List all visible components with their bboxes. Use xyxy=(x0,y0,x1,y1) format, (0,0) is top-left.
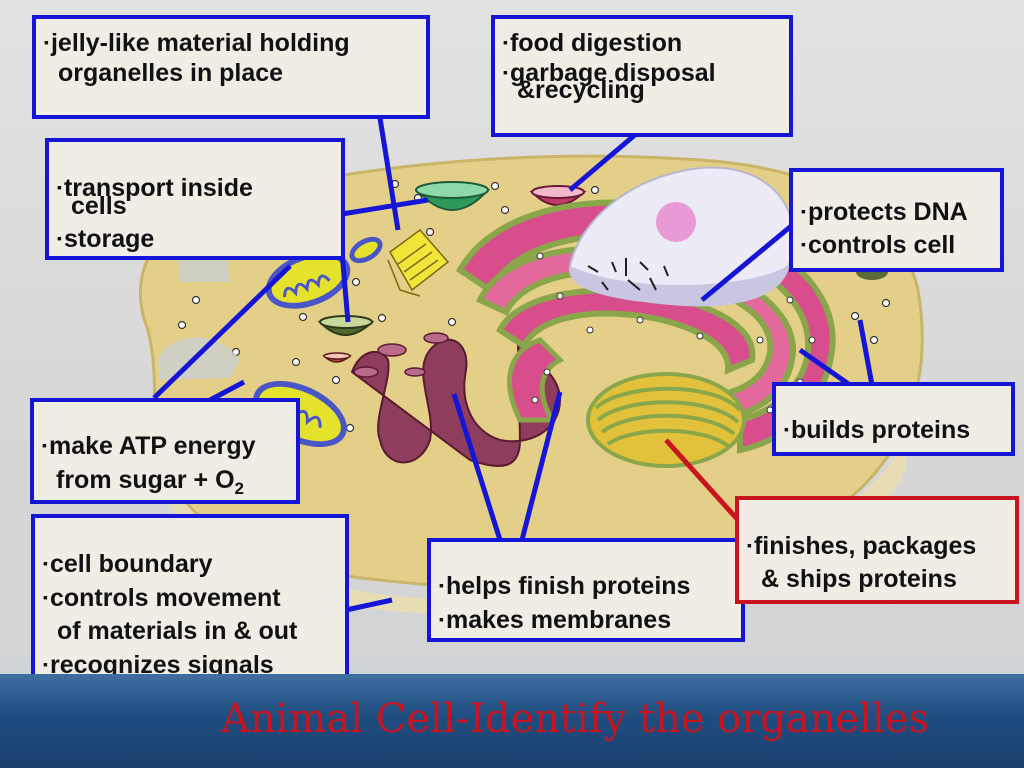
label-line: cells xyxy=(71,191,127,220)
bullet-glyph: ▪ xyxy=(57,179,62,195)
leader-lysosome xyxy=(568,132,638,192)
vesicle-tiny xyxy=(322,352,353,363)
label-line: ▪makes membranes xyxy=(439,605,672,634)
bullet-glyph: ▪ xyxy=(42,437,47,453)
label-line: ▪finishes, packages xyxy=(747,532,977,560)
label-line: of materials in & out xyxy=(57,617,298,645)
label-line: ▪cell boundary xyxy=(43,550,213,578)
bullet-glyph: ▪ xyxy=(439,577,444,593)
bullet-glyph: ▪ xyxy=(43,588,48,605)
label-line: from sugar + O2 xyxy=(56,465,244,498)
leader-ribosome-b xyxy=(857,319,875,386)
leader-ribosome-a xyxy=(798,347,852,388)
label-er: ▪helps finish proteins ▪makes membranes xyxy=(427,538,745,642)
label-line: ▪builds proteins xyxy=(784,416,971,444)
bullet-glyph: ▪ xyxy=(57,230,62,246)
label-line: ▪transport inside xyxy=(57,174,253,202)
golgi-apparatus xyxy=(586,372,746,468)
ghost-organelle xyxy=(158,337,240,380)
label-golgi: ▪finishes, packages & ships proteins xyxy=(735,496,1019,604)
bullet-glyph: ▪ xyxy=(503,63,508,80)
label-line: &recycling xyxy=(517,76,645,104)
leader-mito-lower xyxy=(208,379,246,403)
bullet-glyph: ▪ xyxy=(43,555,48,571)
leader-er-b xyxy=(519,391,563,541)
centriole xyxy=(387,228,450,297)
label-line: & ships proteins xyxy=(761,564,957,593)
title-band xyxy=(0,674,1024,768)
label-line: ▪garbage disposal xyxy=(503,58,716,87)
ghost-organelle xyxy=(178,255,230,282)
label-vacuole: ▪transport inside cells ▪storage xyxy=(45,138,345,260)
leader-cytoplasm xyxy=(377,117,401,231)
label-lysosome: ▪food digestion ▪garbage disposal &recyc… xyxy=(491,15,793,137)
label-nucleus: ▪protects DNA ▪controls cell xyxy=(789,168,1004,272)
label-cell-membrane: ▪cell boundary ▪controls movement of mat… xyxy=(31,514,349,686)
slide-title: Animal Cell-Identify the organelles xyxy=(220,696,930,742)
bullet-glyph: ▪ xyxy=(439,610,444,627)
bullet-glyph: ▪ xyxy=(503,34,508,50)
leader-mito-upper xyxy=(152,264,292,400)
label-line: ▪food digestion xyxy=(503,29,683,57)
label-cytoplasm: ▪jelly-like material holding organelles … xyxy=(32,15,430,119)
label-line: ▪helps finish proteins xyxy=(439,572,691,600)
label-line: ▪storage xyxy=(57,225,155,253)
leader-vacuole-upper xyxy=(341,197,429,217)
label-line: ▪protects DNA xyxy=(801,198,968,226)
label-line: ▪controls cell xyxy=(801,230,956,259)
label-line: ▪recognizes signals xyxy=(43,650,274,679)
mitochondrion-small xyxy=(349,236,383,264)
label-line: ▪jelly-like material holding xyxy=(44,29,350,57)
leader-er-a xyxy=(451,393,503,541)
bullet-glyph: ▪ xyxy=(43,655,48,672)
bullet-glyph: ▪ xyxy=(784,421,789,437)
bullet-glyph: ▪ xyxy=(801,203,806,219)
label-line: ▪controls movement xyxy=(43,583,281,612)
leader-nucleus xyxy=(700,220,798,302)
lysosome-bowl xyxy=(529,185,587,206)
leader-lines xyxy=(152,117,875,613)
leader-membrane xyxy=(345,597,393,613)
label-mitochondria: ▪make ATP energy from sugar + O2 xyxy=(30,398,300,504)
label-line: organelles in place xyxy=(58,58,284,87)
bullet-glyph: ▪ xyxy=(801,235,806,252)
bullet-glyph: ▪ xyxy=(747,537,752,553)
label-ribosomes: ▪builds proteins xyxy=(772,382,1015,456)
label-line: ▪make ATP energy xyxy=(42,432,256,460)
bullet-glyph: ▪ xyxy=(44,34,49,50)
leader-vacuole-lower xyxy=(339,251,351,323)
